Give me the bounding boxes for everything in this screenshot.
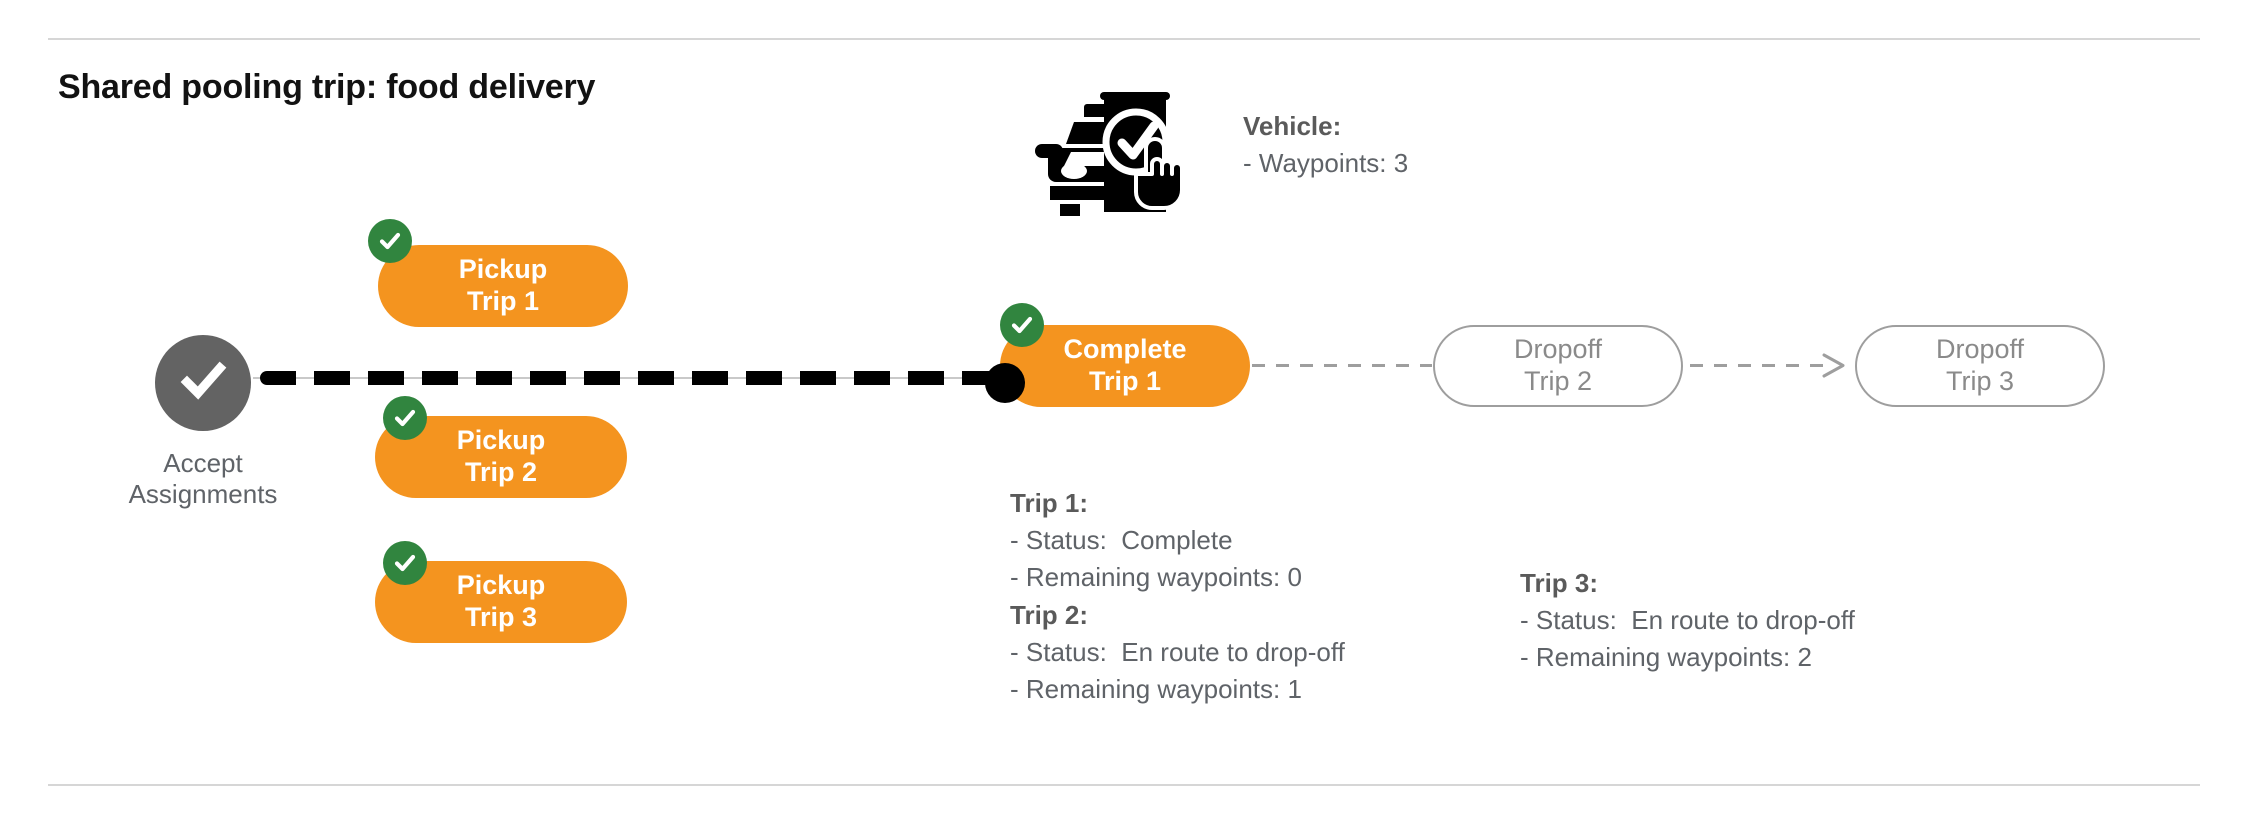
pickup-trip-1-node[interactable]: Pickup Trip 1	[378, 245, 628, 327]
vehicle-info-waypoints: - Waypoints: 3	[1243, 148, 1409, 179]
complete-1-check-badge	[1000, 303, 1044, 347]
vehicle-info-block: Vehicle: - Waypoints: 3	[1243, 108, 1408, 182]
pickup-2-check-badge	[383, 396, 427, 440]
connector-dropoff2-to-dropoff3	[1690, 364, 1830, 367]
trip-2-status: - Status: En route to drop-off	[1010, 636, 1345, 667]
dropoff-3-line1: Dropoff	[1935, 334, 2025, 365]
pickup-trip-3-node[interactable]: Pickup Trip 3	[375, 561, 627, 643]
trip-3-waypoints: - Remaining waypoints: 2	[1520, 642, 1812, 673]
dropoff-trip-3-node[interactable]: Dropoff Trip 3	[1855, 325, 2105, 407]
check-badge-icon	[379, 232, 401, 250]
accept-label-line1: Accept	[163, 448, 243, 478]
accept-label-line2: Assignments	[128, 478, 278, 509]
check-circle-icon	[173, 351, 233, 416]
page-title: Shared pooling trip: food delivery	[58, 68, 596, 106]
vehicle-phone-check-icon	[1030, 82, 1190, 222]
top-divider	[48, 38, 2200, 40]
complete-1-line1: Complete	[1063, 334, 1187, 365]
bottom-divider	[48, 784, 2200, 786]
check-badge-icon	[394, 409, 416, 427]
dropoff-2-line1: Dropoff	[1513, 334, 1603, 365]
trip-1-heading: Trip 1:	[1010, 488, 1089, 518]
pickup-2-line1: Pickup	[456, 425, 546, 456]
trip-2-waypoints: - Remaining waypoints: 1	[1010, 673, 1302, 704]
pickup-2-line2: Trip 2	[464, 457, 538, 487]
connector-endpoint-dot	[985, 363, 1025, 403]
dropoff-2-line2: Trip 2	[1523, 366, 1592, 396]
pickup-1-line2: Trip 1	[466, 286, 540, 316]
dropoff-trip-2-node[interactable]: Dropoff Trip 2	[1433, 325, 1683, 407]
accept-assignments-node[interactable]	[155, 335, 251, 431]
pickup-3-check-badge	[383, 541, 427, 585]
connector-arrowhead-icon	[1822, 352, 1848, 385]
pickup-1-check-badge	[368, 219, 412, 263]
trip-info-right-block: Trip 3: - Status: En route to drop-off -…	[1520, 565, 1855, 677]
accept-assignments-label: Accept Assignments	[103, 448, 303, 509]
trip-2-heading: Trip 2:	[1010, 599, 1089, 630]
trip-3-status: - Status: En route to drop-off	[1520, 605, 1855, 636]
trip-info-left-block: Trip 1: - Status: Complete - Remaining w…	[1010, 485, 1345, 708]
trip-1-waypoints: - Remaining waypoints: 0	[1010, 562, 1302, 593]
check-badge-icon	[1011, 316, 1033, 334]
trip-3-heading: Trip 3:	[1520, 568, 1599, 598]
pickup-3-line1: Pickup	[456, 570, 546, 601]
pickup-3-line2: Trip 3	[464, 602, 538, 632]
vehicle-info-heading: Vehicle:	[1243, 111, 1342, 141]
complete-trip-1-node[interactable]: Complete Trip 1	[1000, 325, 1250, 407]
dropoff-3-line2: Trip 3	[1945, 366, 2014, 396]
check-badge-icon	[394, 554, 416, 572]
connector-accept-to-complete	[260, 371, 1000, 385]
pickup-1-line1: Pickup	[458, 254, 548, 285]
trip-1-status: - Status: Complete	[1010, 525, 1233, 556]
connector-complete-to-dropoff2	[1252, 364, 1432, 367]
complete-1-line2: Trip 1	[1088, 366, 1162, 396]
